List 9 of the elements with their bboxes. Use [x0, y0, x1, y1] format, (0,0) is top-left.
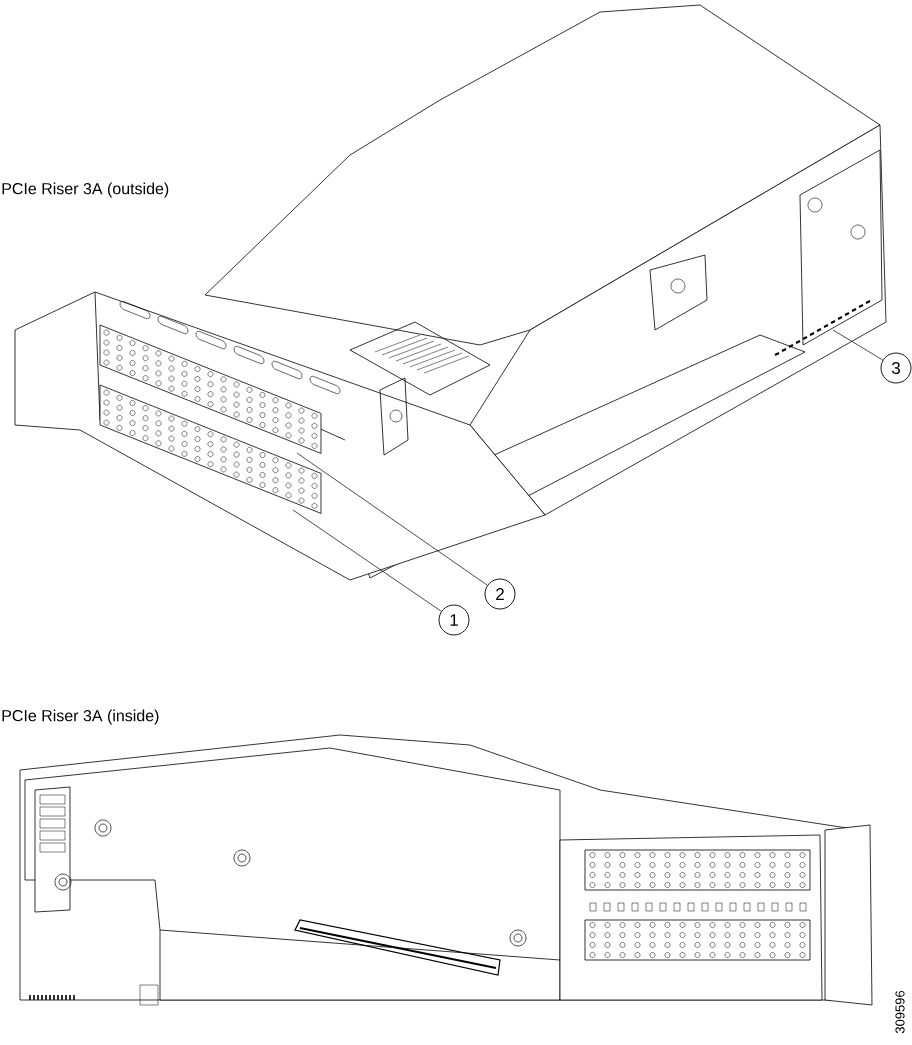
view-title: PCIe Riser 3A (inside) [2, 709, 159, 725]
leader-line [296, 452, 488, 586]
drawing-number: 309596 [895, 990, 905, 1034]
view-title: PCIe Riser 3A (outside) [2, 182, 169, 198]
callout-number: 1 [438, 604, 470, 636]
callout-number: 2 [484, 578, 516, 610]
leader-line [292, 509, 442, 612]
callout-number: 3 [880, 352, 912, 384]
leader-line [832, 329, 884, 361]
